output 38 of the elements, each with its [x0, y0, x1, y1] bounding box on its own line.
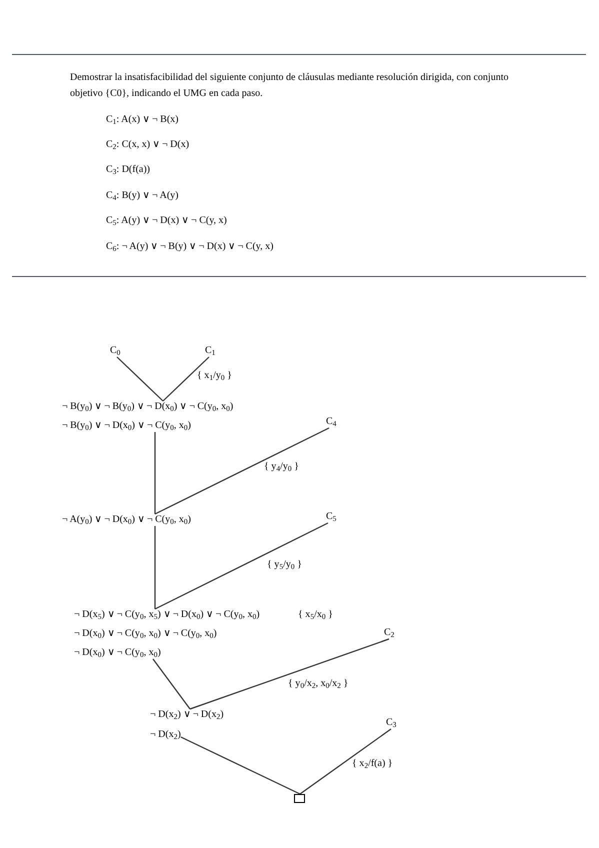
- resolution-line: [180, 736, 300, 795]
- clause-text: C$_{3}$: [386, 717, 396, 729]
- edge-label: { x$_{1}$/y$_{0}$ }: [197, 370, 232, 382]
- clause-text: ¬ B(y$_{0}$) ∨ ¬ D(x$_{0}$) ∨ ¬ C(y$_{0}$, x$_{0}$): [62, 420, 191, 432]
- edge-label: { y$_{0}$/x$_{2}$, x$_{0}$/x$_{2}$ }: [288, 678, 348, 690]
- clause-text: C$_{5}$: A(y) ∨ ¬ D(x) ∨ ¬ C(y, x): [106, 214, 228, 229]
- resolution-line: [154, 432, 156, 514]
- resolution-line: [190, 638, 390, 710]
- resolution-line: [154, 526, 156, 609]
- clause-text: C$_{1}$: A(x) ∨ ¬ B(x): [106, 113, 180, 128]
- clause-text: C$_{4}$: B(y) ∨ ¬ A(y): [106, 189, 180, 204]
- clause-text: C$_{3}$: D(f(a)): [106, 163, 152, 178]
- edge-label: { x$_{2}$/f(a) }: [352, 758, 393, 770]
- substitution-text: { x$_{5}$/x$_{0}$ }: [298, 609, 333, 621]
- resolution-line: [116, 356, 164, 402]
- clause-text: C$_{1}$: [205, 345, 216, 357]
- clause-text: C$_{6}$: ¬ A(y) ∨ ¬ B(y) ∨ ¬ D(x) ∨ ¬ C(y, x): [106, 240, 274, 255]
- resolution-line: [300, 728, 392, 794]
- edge-label: { y$_{5}$/y$_{0}$ }: [267, 559, 302, 571]
- resolution-line: [154, 522, 328, 610]
- clause-text: ¬ A(y$_{0}$) ∨ ¬ D(x$_{0}$) ∨ ¬ C(y$_{0}$, x$_{0}$): [62, 514, 191, 526]
- clause-text: C$_{2}$: [384, 627, 394, 639]
- resolution-line: [154, 427, 330, 515]
- clause-text: C$_{0}$: [110, 345, 120, 357]
- clause-text: ¬ D(x$_{2}$): [150, 729, 181, 741]
- empty-clause-box: [294, 794, 305, 803]
- clause-text: ¬ D(x$_{0}$) ∨ ¬ C(y$_{0}$, x$_{0}$): [74, 647, 161, 659]
- clause-text: C$_{2}$: C(x, x) ∨ ¬ D(x): [106, 138, 190, 153]
- clause-text: ¬ D(x$_{5}$) ∨ ¬ C(y$_{0}$, x$_{5}$) ∨ ¬ D(x$_{0}$) ∨ ¬ C(y$_{0}$, x$_{0}$): [74, 609, 260, 621]
- clause-text: ¬ D(x$_{0}$) ∨ ¬ C(y$_{0}$, x$_{0}$) ∨ ¬ C(y$_{0}$, x$_{0}$): [74, 628, 217, 640]
- edge-label: { y$_{4}$/y$_{0}$ }: [264, 461, 299, 473]
- clause-text: ¬ B(y$_{0}$) ∨ ¬ B(y$_{0}$) ∨ ¬ D(x$_{0}$) ∨ ¬ C(y$_{0}$, x$_{0}$): [62, 401, 234, 413]
- clause-text: C$_{5}$: [326, 511, 336, 523]
- clause-text: C$_{4}$: [326, 416, 336, 428]
- resolution-line: [152, 658, 190, 710]
- resolution-line: [162, 356, 210, 402]
- clause-text: ¬ D(x$_{2}$) ∨ ¬ D(x$_{2}$): [150, 709, 224, 721]
- problem-statement: Demostrar la insatisfacibilidad del siguiente conjunto de cláusulas mediante resolución dirigida, con conjunto objetivo {C0}, indicando el UMG en cada paso.: [70, 71, 510, 101]
